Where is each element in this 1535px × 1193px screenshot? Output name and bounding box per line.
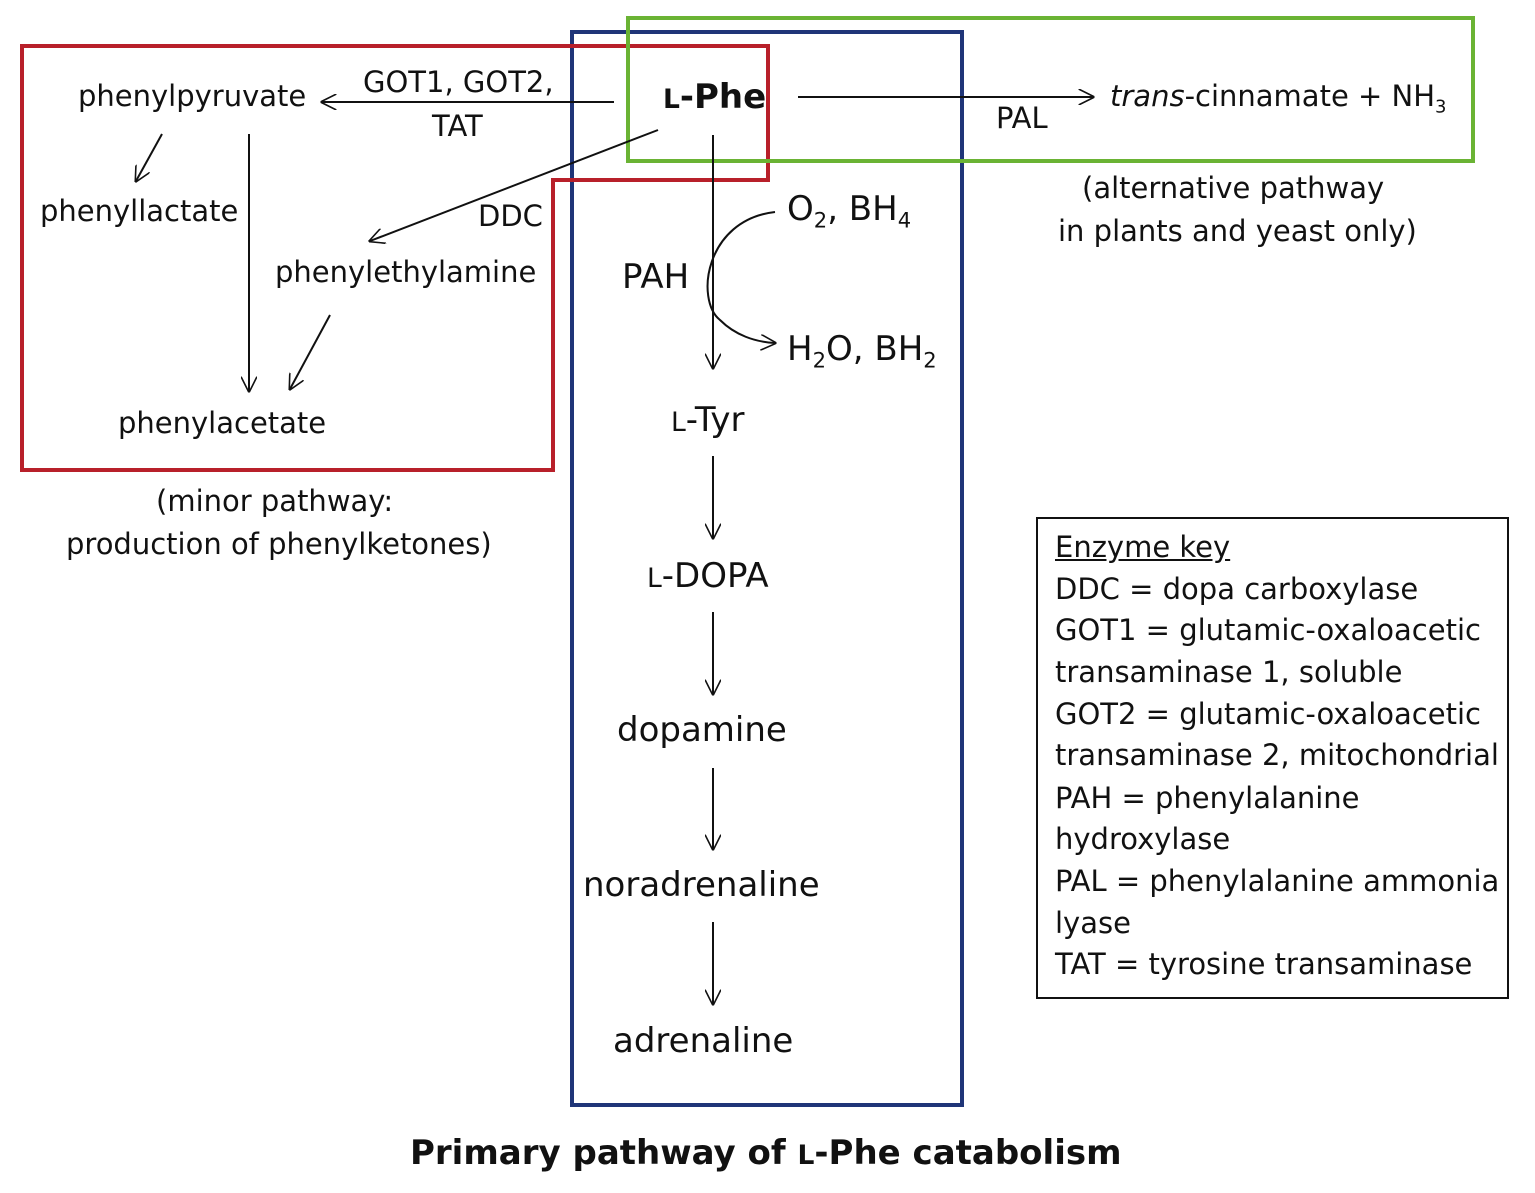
l-prefix: L — [663, 84, 680, 115]
cinnamate-label: -cinnamate + NH — [1184, 79, 1436, 113]
arrow-phenylpyruvate-to-phenyllactate — [136, 133, 163, 181]
node-adrenaline: adrenaline — [613, 1021, 794, 1061]
enzyme-key-line: PAH = phenylalanine — [1055, 781, 1360, 815]
l-prefix: L — [797, 1140, 815, 1171]
caption-minor-line1: (minor pathway: — [156, 484, 394, 518]
caption-alternative-line1: (alternative pathway — [1082, 171, 1385, 205]
arrow-phenylethylamine-to-phenylacetate — [290, 314, 331, 389]
enzyme-key-line: GOT1 = glutamic-oxaloacetic — [1055, 613, 1481, 647]
primary-pathway-caption: Primary pathway of L-Phe catabolism — [410, 1136, 1122, 1170]
enzyme-tat-label: TAT — [432, 109, 483, 143]
bh2-label: O, BH — [826, 329, 924, 369]
node-dopamine: dopamine — [617, 710, 787, 750]
enzyme-pah-label: PAH — [622, 257, 690, 297]
minor-pathway-box — [20, 44, 770, 472]
caption-part2: -Phe catabolism — [814, 1133, 1122, 1173]
node-noradrenaline: noradrenaline — [583, 865, 820, 905]
enzyme-key-line: PAL = phenylalanine ammonia — [1055, 864, 1500, 898]
enzyme-key-line: transaminase 2, mitochondrial — [1055, 738, 1499, 772]
enzyme-key-heading: Enzyme key — [1055, 530, 1231, 564]
h-label: H — [787, 329, 813, 369]
enzyme-key-line: TAT = tyrosine transaminase — [1055, 947, 1473, 981]
arrow-cofactor-curve — [706, 211, 775, 343]
primary-pathway-box — [570, 30, 964, 1107]
l-prefix: L — [671, 407, 686, 438]
node-phenylpyruvate: phenylpyruvate — [78, 79, 307, 113]
node-phenylacetate: phenylacetate — [118, 406, 327, 440]
node-l-tyr: L-Tyr — [671, 403, 745, 437]
bh4-label: , BH — [827, 189, 898, 229]
enzyme-key-line: transaminase 1, soluble — [1055, 655, 1403, 689]
bh4-subscript: 4 — [897, 207, 912, 233]
node-l-phe: L-Phe — [663, 80, 766, 114]
enzyme-key-line: GOT2 = glutamic-oxaloacetic — [1055, 697, 1481, 731]
enzyme-key-line: lyase — [1055, 906, 1131, 940]
node-l-dopa: L-DOPA — [647, 559, 769, 593]
o2-subscript: 2 — [813, 207, 828, 233]
node-phenylethylamine: phenylethylamine — [275, 255, 537, 289]
o-label: O — [787, 189, 814, 229]
cofactor-h2o-bh2: H2O, BH2 — [787, 329, 937, 370]
enzyme-got-label: GOT1, GOT2, — [363, 65, 554, 99]
dopa-label: -DOPA — [661, 556, 769, 596]
bh2-subscript: 2 — [923, 347, 937, 373]
enzyme-key-box — [1036, 517, 1509, 999]
phe-label: -Phe — [679, 77, 767, 117]
nh3-subscript: 3 — [1435, 96, 1447, 118]
caption-minor-line2: production of phenylketones) — [66, 527, 492, 561]
l-prefix: L — [647, 563, 662, 594]
node-trans-cinnamate: trans-cinnamate + NH3 — [1110, 79, 1446, 116]
enzyme-pal-label: PAL — [996, 101, 1048, 135]
cofactor-o2-bh4: O2, BH4 — [787, 189, 911, 230]
trans-prefix: trans — [1110, 79, 1185, 113]
enzyme-key-line: DDC = dopa carboxylase — [1055, 572, 1419, 606]
node-phenyllactate: phenyllactate — [40, 194, 239, 228]
enzyme-ddc-label: DDC — [478, 199, 543, 233]
alternative-pathway-box — [626, 16, 1475, 163]
caption-alternative-line2: in plants and yeast only) — [1058, 214, 1417, 248]
arrow-phe-to-phenylethylamine — [370, 129, 659, 241]
caption-part1: Primary pathway of — [410, 1133, 798, 1173]
h2o-subscript: 2 — [812, 347, 826, 373]
tyr-label: -Tyr — [685, 400, 745, 440]
enzyme-key-line: hydroxylase — [1055, 822, 1231, 856]
